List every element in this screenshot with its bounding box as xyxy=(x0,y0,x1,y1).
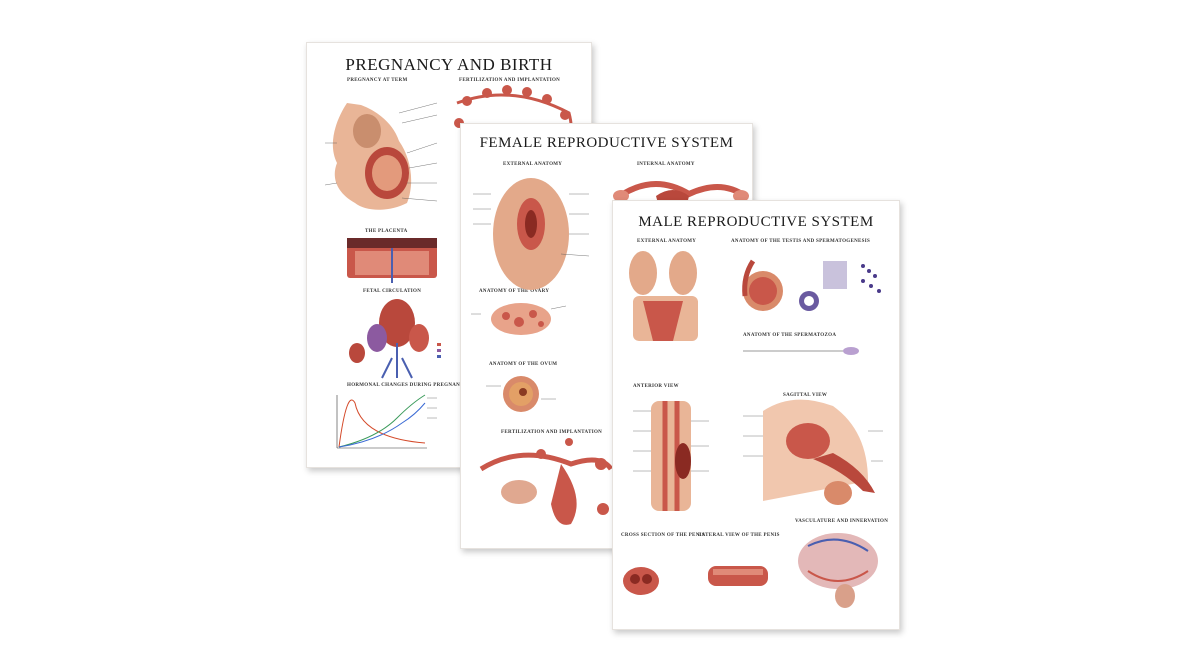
male-illustrations xyxy=(623,251,883,608)
section-title: FERTILIZATION AND IMPLANTATION xyxy=(459,78,561,83)
section-title: FETAL CIRCULATION xyxy=(363,289,422,294)
section-title: ANATOMY OF THE TESTIS AND SPERMATOGENESI… xyxy=(731,239,871,244)
poster-title: FEMALE REPRODUCTIVE SYSTEM xyxy=(479,135,734,151)
section-title: FERTILIZATION AND IMPLANTATION xyxy=(501,430,603,435)
section-title: EXTERNAL ANATOMY xyxy=(637,239,697,244)
section-title: ANATOMY OF THE OVARY xyxy=(479,289,550,294)
poster-title: MALE REPRODUCTIVE SYSTEM xyxy=(638,214,874,230)
section-title: EXTERNAL ANATOMY xyxy=(503,162,563,167)
pregnancy-illustrations xyxy=(324,85,573,449)
section-title: HORMONAL CHANGES DURING PREGNANCY xyxy=(347,383,468,388)
section-title: ANATOMY OF THE OVUM xyxy=(489,362,558,367)
poster-title: PREGNANCY AND BIRTH xyxy=(345,55,553,74)
section-title: ANATOMY OF THE SPERMATOZOA xyxy=(743,333,837,338)
section-title: CROSS SECTION OF THE PENIS xyxy=(621,533,705,538)
male-reproductive-poster: MALE REPRODUCTIVE SYSTEM EXTERNAL ANATOM… xyxy=(612,200,900,630)
section-title: VASCULATURE AND INNERVATION xyxy=(795,519,889,524)
section-title: THE PLACENTA xyxy=(365,229,408,234)
section-title: ANTERIOR VIEW xyxy=(633,384,679,389)
section-title: PREGNANCY AT TERM xyxy=(347,78,408,83)
section-title: INTERNAL ANATOMY xyxy=(637,162,695,167)
section-title: LATERAL VIEW OF THE PENIS xyxy=(698,533,780,538)
section-title: SAGITTAL VIEW xyxy=(783,393,828,398)
